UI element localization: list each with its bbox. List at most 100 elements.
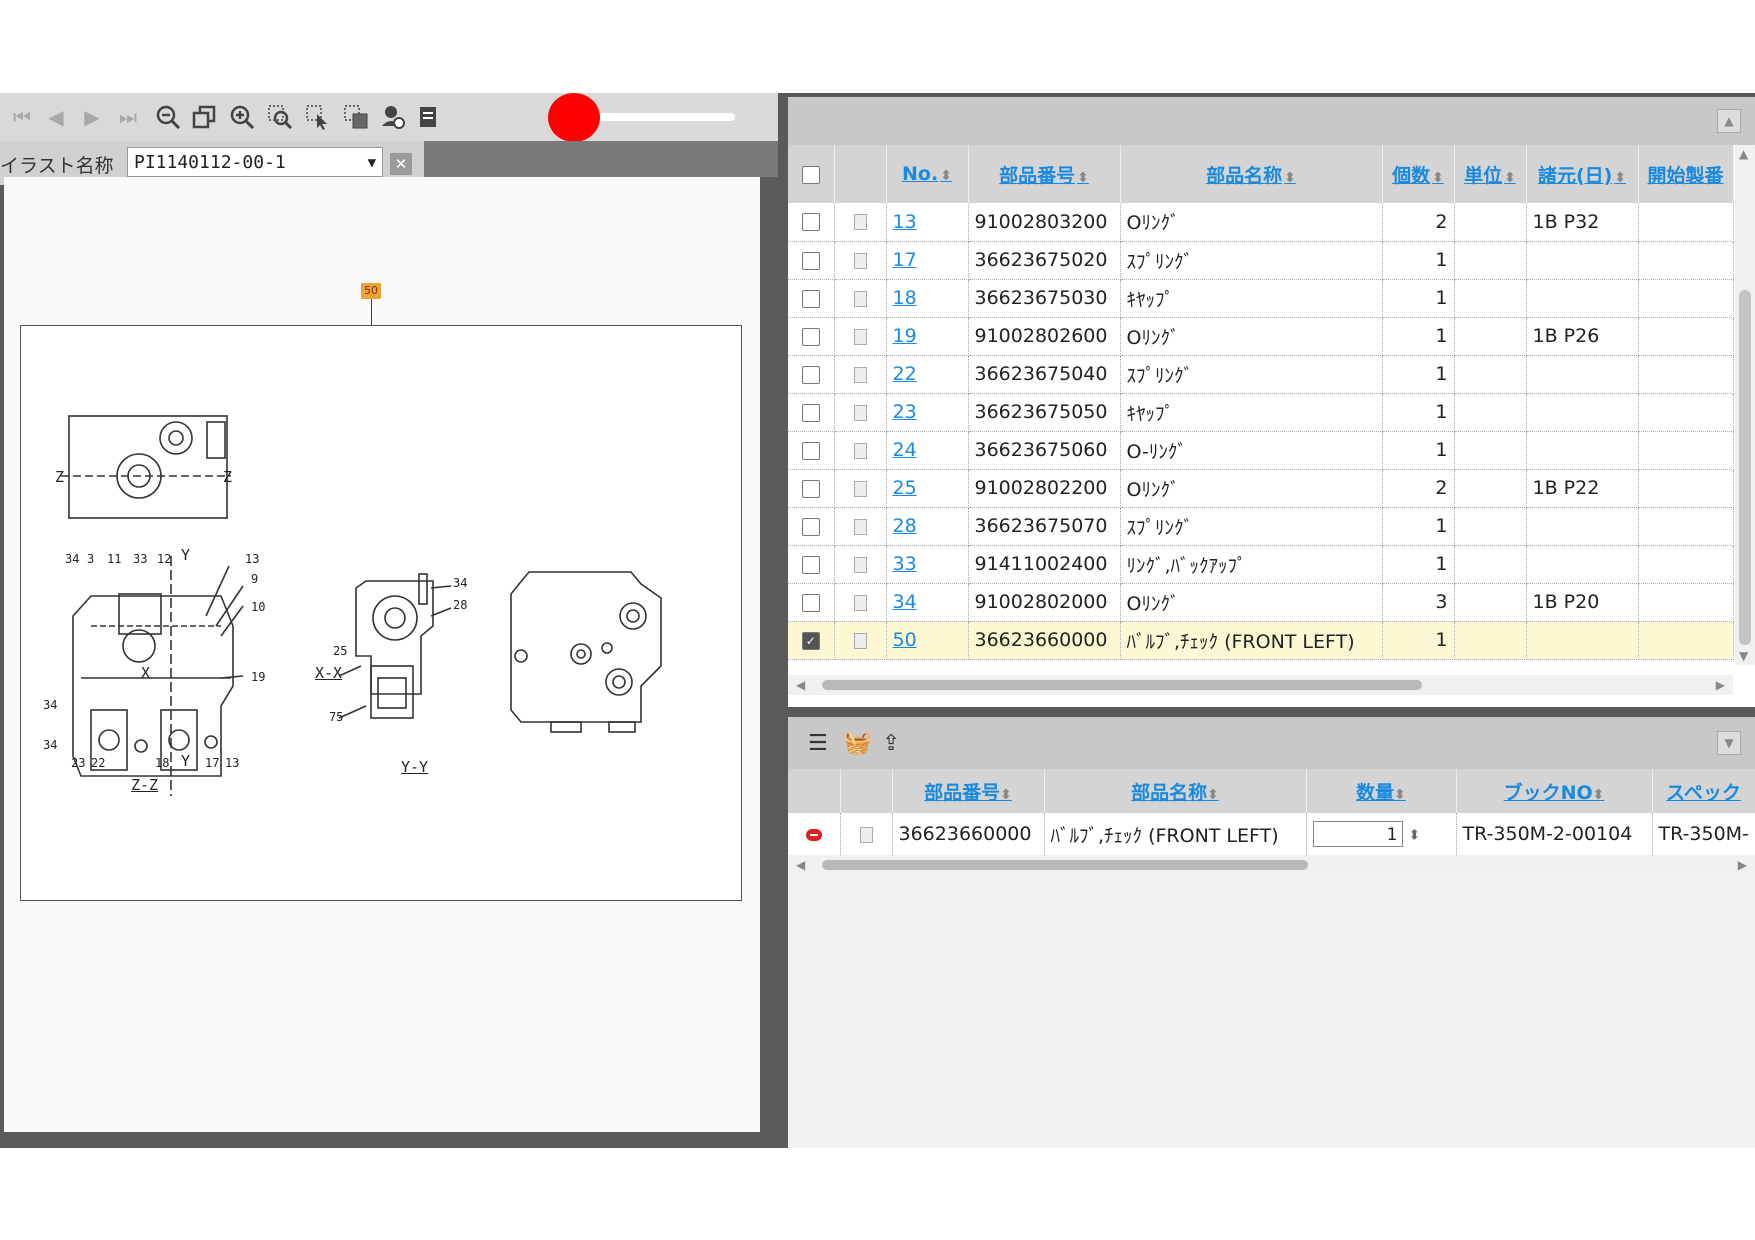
row-checkbox-cell[interactable] bbox=[788, 507, 835, 546]
row-no-link[interactable]: 18 bbox=[892, 287, 917, 309]
row-no[interactable]: 28 bbox=[886, 507, 969, 546]
export-icon[interactable]: ⇪ bbox=[882, 731, 901, 756]
scroll-down-icon[interactable]: ▼ bbox=[1739, 649, 1749, 663]
document-icon[interactable] bbox=[853, 518, 867, 535]
zoom-slider-track[interactable] bbox=[560, 113, 735, 121]
row-checkbox[interactable] bbox=[801, 403, 820, 422]
row-checkbox[interactable] bbox=[801, 365, 820, 384]
zoom-slider-handle[interactable] bbox=[548, 93, 600, 142]
cart-column-part-number[interactable]: 部品番号⬍ bbox=[892, 769, 1045, 813]
row-no[interactable]: 50 bbox=[886, 621, 969, 660]
row-checkbox-cell[interactable] bbox=[788, 279, 835, 318]
quantity-stepper-icon[interactable]: ⬍ bbox=[1408, 827, 1421, 844]
row-checkbox-cell[interactable] bbox=[788, 241, 835, 280]
row-no[interactable]: 24 bbox=[886, 431, 969, 470]
column-header-unit[interactable]: 単位⬍ bbox=[1454, 145, 1527, 203]
detail-cell[interactable] bbox=[834, 241, 887, 280]
row-checkbox-cell[interactable] bbox=[788, 469, 835, 508]
row-checkbox[interactable] bbox=[801, 555, 820, 574]
row-checkbox[interactable] bbox=[801, 289, 820, 308]
row-no-link[interactable]: 33 bbox=[892, 553, 917, 575]
parts-horizontal-scrollbar[interactable]: ◀ ▶ bbox=[788, 675, 1733, 695]
row-checkbox[interactable] bbox=[801, 327, 820, 346]
detail-cell[interactable] bbox=[834, 583, 887, 622]
column-header-part-number[interactable]: 部品番号⬍ bbox=[968, 145, 1121, 203]
document-icon[interactable] bbox=[853, 632, 867, 649]
select-area-icon[interactable] bbox=[304, 103, 332, 131]
detail-cell[interactable] bbox=[834, 469, 887, 508]
document-icon[interactable] bbox=[853, 442, 867, 459]
detail-cell[interactable] bbox=[834, 203, 887, 242]
row-checkbox-cell[interactable] bbox=[788, 355, 835, 394]
parts-vertical-scrollbar[interactable]: ▲ ▼ bbox=[1735, 145, 1755, 665]
scroll-up-icon[interactable]: ▲ bbox=[1739, 147, 1749, 161]
row-checkbox-cell[interactable]: ✓ bbox=[788, 621, 835, 660]
row-no-link[interactable]: 19 bbox=[892, 325, 917, 347]
scroll-right-icon[interactable]: ▶ bbox=[1737, 858, 1747, 872]
document-icon[interactable] bbox=[853, 252, 867, 269]
scroll-left-icon[interactable]: ◀ bbox=[796, 678, 806, 692]
column-header-part-name[interactable]: 部品名称⬍ bbox=[1120, 145, 1383, 203]
select-all-checkbox[interactable] bbox=[801, 165, 820, 184]
remove-icon[interactable] bbox=[805, 828, 822, 841]
cart-column-spec[interactable]: スペック bbox=[1652, 769, 1755, 813]
column-header-no[interactable]: No.⬍ bbox=[886, 145, 969, 203]
row-no[interactable]: 18 bbox=[886, 279, 969, 318]
cart-column-quantity[interactable]: 数量⬍ bbox=[1306, 769, 1457, 813]
row-no[interactable]: 17 bbox=[886, 241, 969, 280]
copy-area-icon[interactable] bbox=[342, 103, 370, 131]
illustration-name-select[interactable]: PI1140112-00-1 ▼ bbox=[127, 147, 383, 177]
document-icon[interactable] bbox=[853, 556, 867, 573]
row-checkbox-cell[interactable] bbox=[788, 545, 835, 584]
first-page-icon[interactable]: ⏮ bbox=[13, 105, 31, 129]
detail-cell[interactable] bbox=[834, 279, 887, 318]
horizontal-scroll-thumb[interactable] bbox=[822, 680, 1422, 690]
cart-icon[interactable]: 🧺 bbox=[844, 731, 872, 756]
detail-cell[interactable] bbox=[834, 393, 887, 432]
row-no-link[interactable]: 22 bbox=[892, 363, 917, 385]
document-icon[interactable] bbox=[859, 826, 873, 843]
last-page-icon[interactable]: ⏭ bbox=[119, 105, 137, 129]
document-icon[interactable] bbox=[853, 594, 867, 611]
row-no[interactable]: 33 bbox=[886, 545, 969, 584]
row-no-link[interactable]: 50 bbox=[892, 629, 917, 651]
collapse-icon[interactable]: ▲ bbox=[1717, 109, 1741, 133]
select-all-header[interactable] bbox=[788, 145, 835, 203]
row-checkbox-cell[interactable] bbox=[788, 393, 835, 432]
row-no[interactable]: 22 bbox=[886, 355, 969, 394]
zoom-in-icon[interactable] bbox=[228, 103, 256, 131]
row-no[interactable]: 34 bbox=[886, 583, 969, 622]
clear-list-icon[interactable]: ☰ bbox=[808, 731, 828, 756]
callout-marker[interactable]: 50 bbox=[361, 283, 381, 299]
row-no-link[interactable]: 28 bbox=[892, 515, 917, 537]
scroll-left-icon[interactable]: ◀ bbox=[796, 858, 806, 872]
zoom-out-icon[interactable] bbox=[154, 103, 182, 131]
row-checkbox[interactable]: ✓ bbox=[801, 631, 820, 650]
detail-cell[interactable] bbox=[834, 545, 887, 584]
order-horizontal-scrollbar[interactable]: ◀ ▶ bbox=[788, 855, 1755, 875]
row-no-link[interactable]: 13 bbox=[892, 210, 917, 233]
detail-cell[interactable] bbox=[834, 431, 887, 470]
column-header-quantity[interactable]: 個数⬍ bbox=[1382, 145, 1455, 203]
column-header-spec[interactable]: 諸元(日)⬍ bbox=[1526, 145, 1639, 203]
remove-cell[interactable] bbox=[788, 813, 841, 855]
row-no-link[interactable]: 34 bbox=[892, 591, 917, 613]
document-icon[interactable] bbox=[853, 290, 867, 307]
row-no-link[interactable]: 17 bbox=[892, 249, 917, 271]
collapse-icon[interactable]: ▼ bbox=[1717, 731, 1741, 755]
stamp-icon[interactable] bbox=[378, 103, 406, 131]
row-checkbox-cell[interactable] bbox=[788, 203, 835, 242]
row-checkbox-cell[interactable] bbox=[788, 431, 835, 470]
fit-window-icon[interactable] bbox=[190, 103, 218, 131]
row-checkbox[interactable] bbox=[801, 593, 820, 612]
row-no-link[interactable]: 23 bbox=[892, 401, 917, 423]
